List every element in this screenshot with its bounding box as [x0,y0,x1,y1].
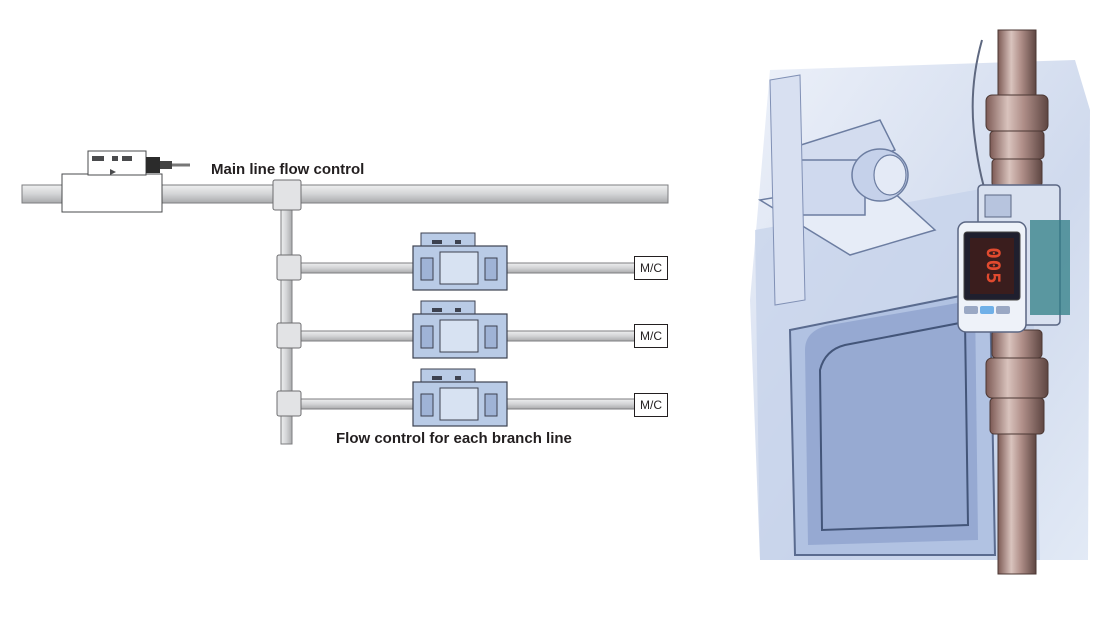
branch-line-label: Flow control for each branch line [336,430,572,447]
sensor-display-reading: 005 [982,247,1004,285]
branch-sensor [412,300,508,359]
main-pipe [21,184,669,204]
equipment-illustration [750,29,1090,575]
branch-sensor [412,232,508,291]
main-tee-fitting [272,179,302,211]
main-line-sensor [61,150,190,213]
main-line-label: Main line flow control [211,161,365,178]
branch-sensor [412,368,508,427]
machine-terminal: M/C [634,324,668,348]
machine-terminal: M/C [634,393,668,417]
machine-terminal: M/C [634,256,668,280]
